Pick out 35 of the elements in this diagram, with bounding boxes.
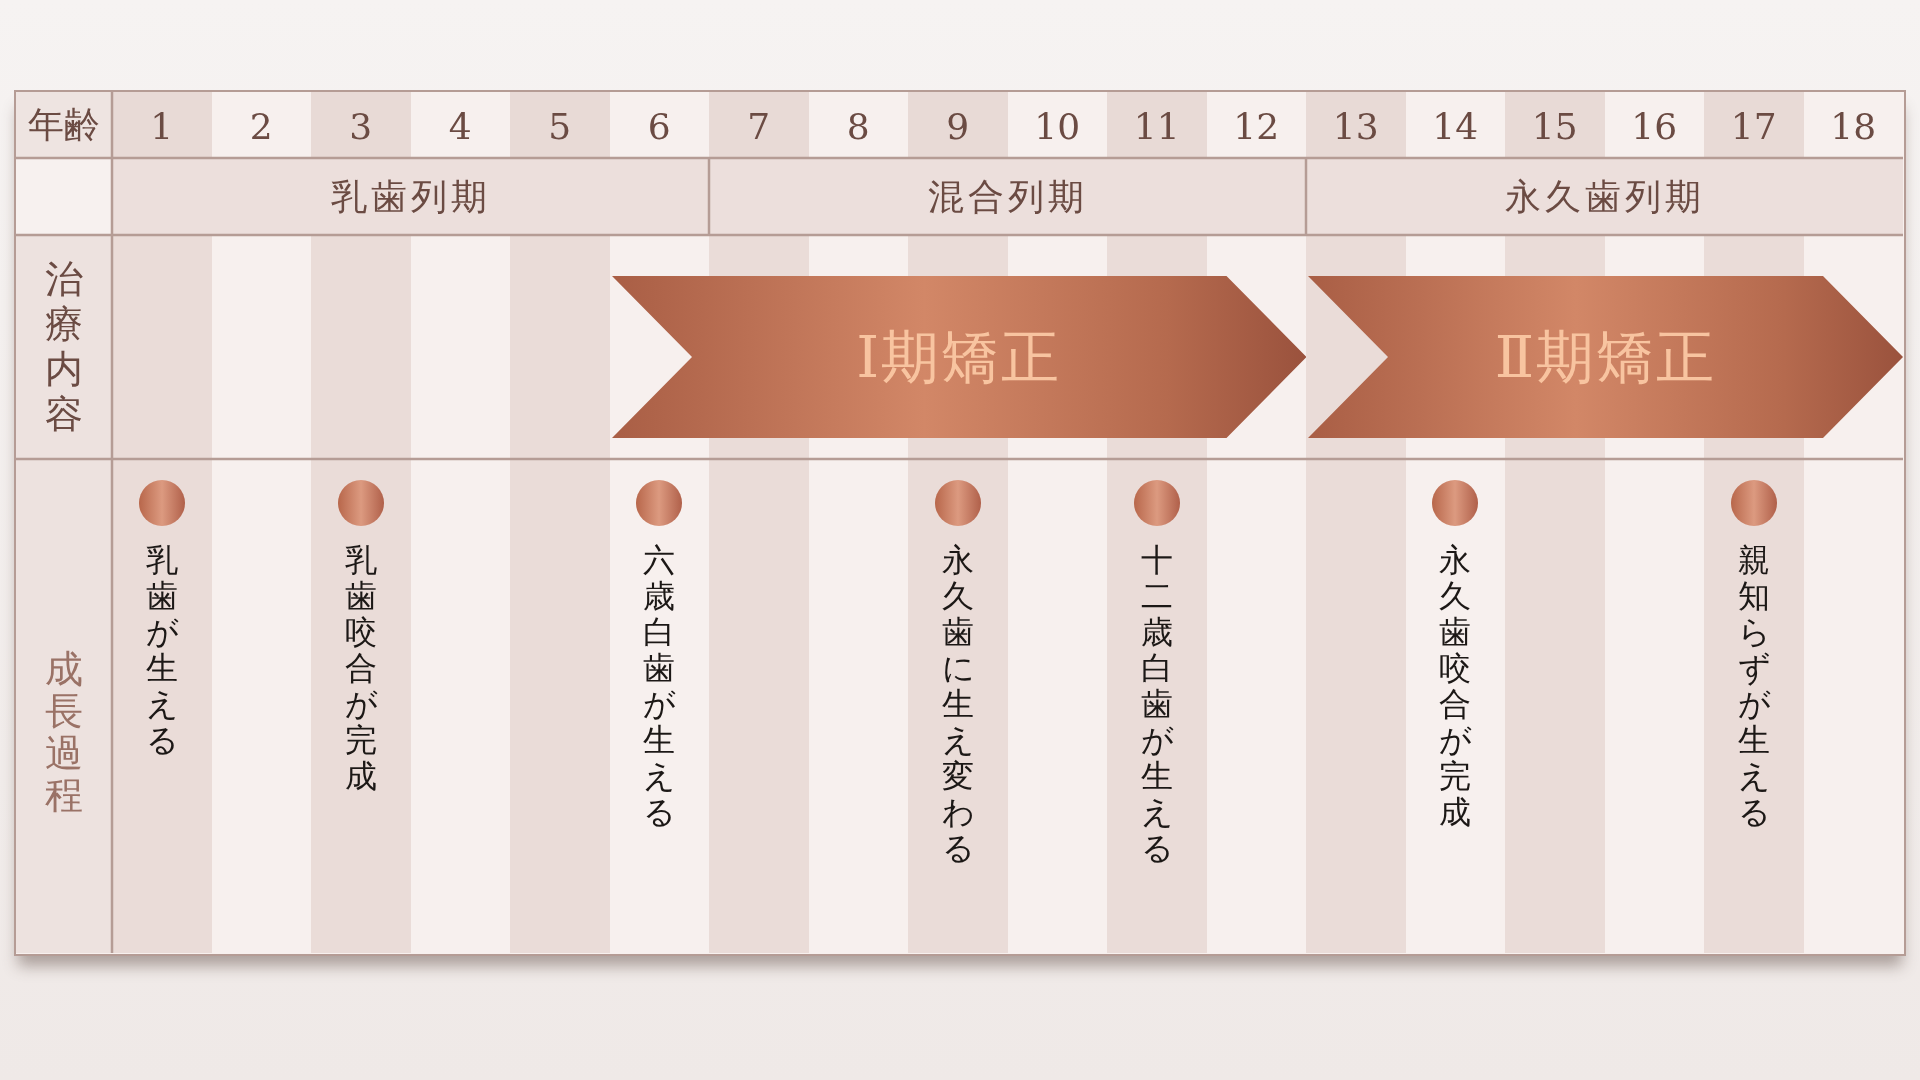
age-number: 14 [1432,109,1479,145]
age-number: 5 [548,109,572,145]
row-header: 年齢 [28,107,100,143]
age-number: 15 [1531,109,1578,145]
age-number: 8 [846,109,870,145]
age-number: 16 [1631,109,1678,145]
milestone-text: 永久歯に生え変わる [941,542,974,866]
arrow-label: Ⅱ期矯正 [1494,328,1717,386]
row-header: 成長過程 [45,648,83,816]
age-number: 1 [150,109,174,145]
age-number: 6 [647,109,671,145]
row-header: 治療内容 [45,257,83,437]
chevron-arrow [611,276,1306,438]
phase-label: 乳歯列期 [330,178,491,215]
milestone-text: 六歳白歯が生える [643,542,676,830]
age-number: 3 [349,109,373,145]
phase-label: 混合列期 [927,178,1088,215]
milestone-text: 十二歳白歯が生える [1140,542,1173,866]
arrow-label: Ⅰ期矯正 [856,328,1062,386]
age-number: 2 [249,109,273,145]
chevron-arrow [1308,276,1903,438]
milestone-text: 乳歯が生える [145,542,178,758]
age-number: 10 [1034,109,1081,145]
age-number: 13 [1332,109,1379,145]
age-number: 18 [1830,109,1877,145]
phase-label: 永久歯列期 [1504,178,1705,215]
age-number: 11 [1133,109,1180,145]
age-number: 7 [747,109,771,145]
age-number: 4 [448,109,472,145]
age-number: 12 [1233,109,1280,145]
milestone-text: 乳歯咬合が完成 [344,542,377,794]
age-number: 9 [946,109,970,145]
milestone-text: 親知らずが生える [1737,542,1770,830]
age-number: 17 [1730,109,1777,145]
milestone-text: 永久歯咬合が完成 [1439,542,1472,830]
